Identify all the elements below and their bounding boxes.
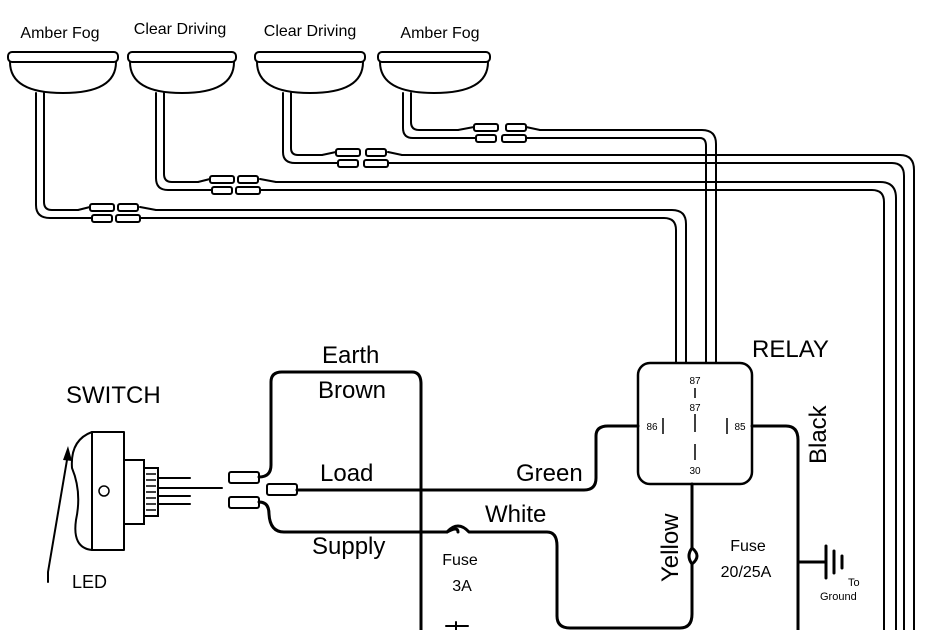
rocker-switch [70,431,223,551]
led-label: LED [72,572,107,592]
relay-pin-85: 85 [734,422,746,433]
lamp-clear-driving-2 [254,51,366,94]
wire-label-white: White [485,501,546,528]
fuse-small-title: Fuse [442,552,478,569]
lamp-label-clear-driving-2: Clear Driving [264,23,356,40]
lamp-harness [35,92,915,630]
wire-label-brown: Brown [318,377,386,404]
led-pointer-arrow [47,446,72,583]
led-icon [98,485,110,497]
switch-wiring [257,370,844,630]
ground-label-ground: Ground [820,591,857,603]
wire-label-supply: Supply [312,533,385,560]
relay-pin-87-top: 87 [689,376,701,387]
relay-pin-86: 86 [646,422,658,433]
lamp-label-amber-fog-1: Amber Fog [20,25,99,42]
relay-pin-87: 87 [689,403,701,414]
lamp-clear-driving-1 [127,51,237,94]
wire-label-earth: Earth [322,342,379,369]
wire-label-green: Green [516,460,583,487]
lamp-label-amber-fog-2: Amber Fog [400,25,479,42]
relay-pin-30: 30 [689,466,701,477]
wire-label-yellow: Yellow [657,513,684,582]
lamp-label-clear-driving-1: Clear Driving [134,21,226,38]
fuse-large-rating: 20/25A [721,564,772,581]
wire-label-load: Load [320,460,373,487]
wire-label-black: Black [805,404,832,464]
relay-box [636,361,754,486]
relay-title: RELAY [752,336,829,363]
fuse-small-rating: 3A [452,578,472,595]
switch-title: SWITCH [66,382,161,409]
ground-label-to: To [848,577,860,589]
lamp-amber-fog-1 [7,51,119,94]
lamp-amber-fog-2 [377,51,491,94]
fuse-large-title: Fuse [730,538,766,555]
